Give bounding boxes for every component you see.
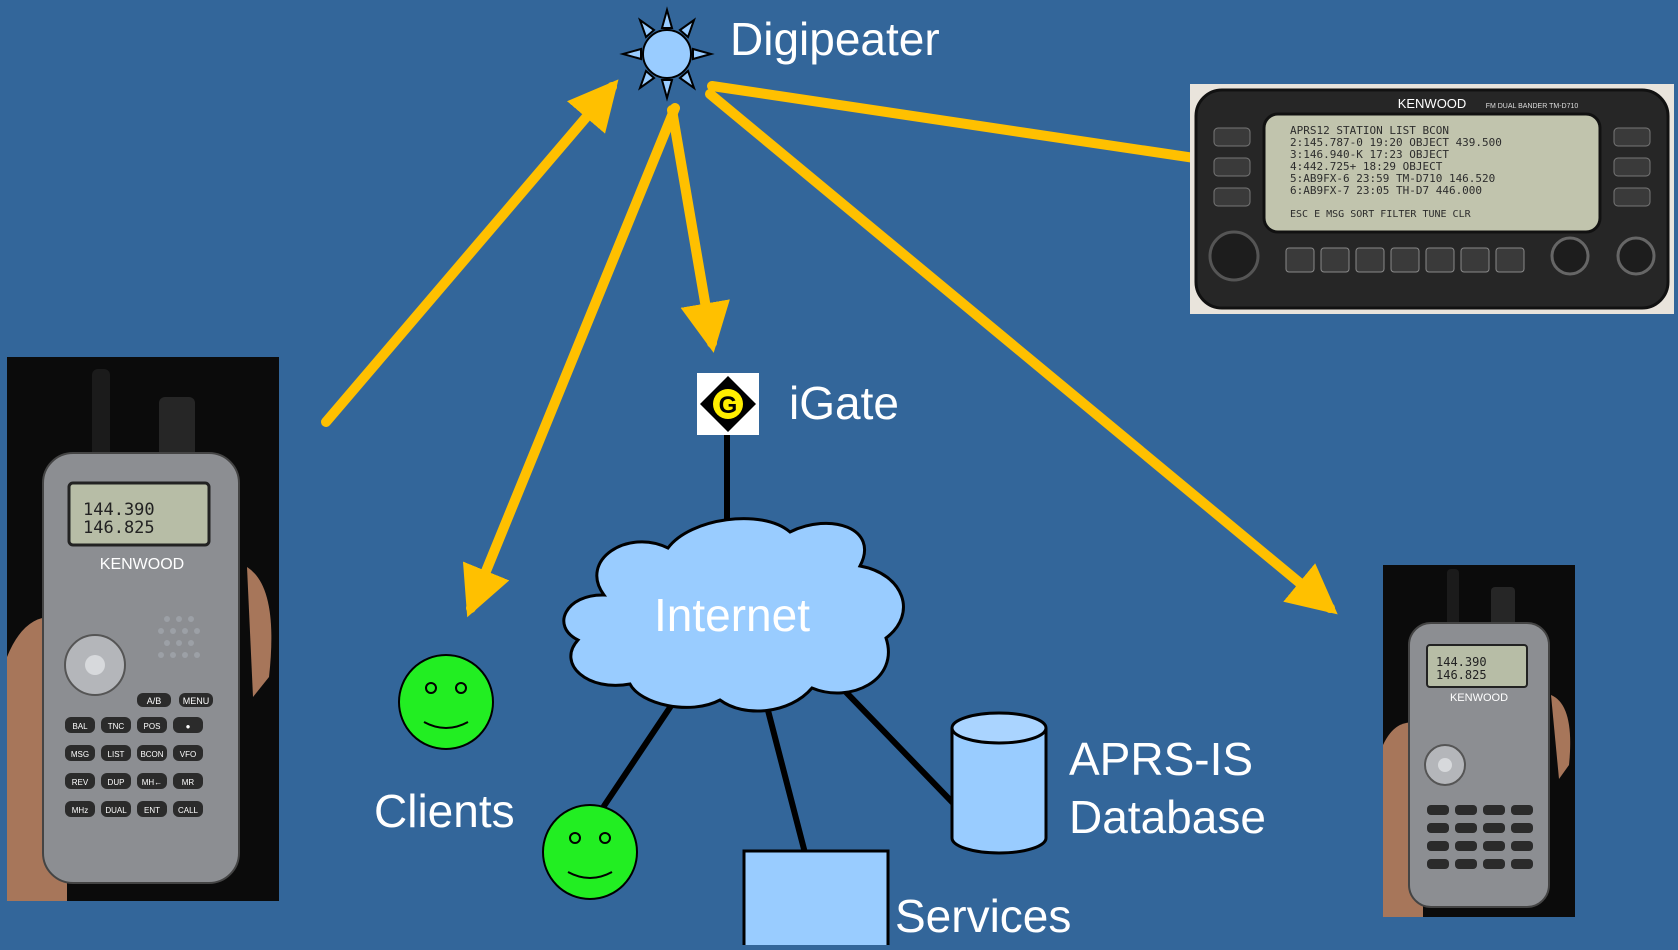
keypad-key-label: CALL [178, 806, 199, 815]
keypad-key-label: LIST [108, 750, 125, 759]
keypad-key [101, 773, 131, 789]
mobile-model: FM DUAL BANDER TM-D710 [1486, 103, 1579, 110]
keypad-key [137, 717, 167, 733]
keypad-key-label: VFO [180, 750, 196, 759]
handheld-left-ab-key: A/B [147, 696, 162, 706]
mobile-screen-line: 2:145.787-0 19:20 OBJECT 439.500 [1290, 136, 1502, 149]
internet-to-database-link [839, 685, 956, 806]
keypad-key-label: BCON [140, 750, 163, 759]
clients-label: Clients [374, 785, 515, 837]
keypad-key-label: MSG [71, 750, 89, 759]
database-cylinder [950, 711, 1048, 855]
keypad-key-label: MHz [72, 806, 88, 815]
handheld-left-freq2: 146.825 [83, 518, 155, 538]
handheld-right-freq2: 146.825 [1436, 668, 1487, 682]
handheld-left-menu-key: MENU [183, 696, 210, 706]
igate-label: iGate [789, 377, 899, 429]
keypad-key-label: DUAL [105, 806, 127, 815]
digipeater-icon [619, 6, 715, 102]
mobile-radio-photo: KENWOOD FM DUAL BANDER TM-D710 APRS12 ST… [1190, 84, 1674, 314]
keypad-key-label: POS [144, 722, 161, 731]
handheld-radio-right-photo: 144.390 146.825 KENWOOD [1383, 565, 1575, 917]
keypad-key-label: DUP [108, 778, 125, 787]
database-label-line1: APRS-IS [1069, 733, 1254, 785]
mobile-screen-line: 3:146.940-K 17:23 OBJECT [1290, 148, 1449, 161]
handheld-right-brand: KENWOOD [1450, 692, 1508, 704]
services-box [742, 849, 890, 950]
keypad-key [173, 801, 203, 817]
handheld-radio-left-photo: 144.390 146.825 KENWOOD A/B MENU BAL TNC P… [7, 357, 279, 901]
keypad-key [173, 717, 203, 733]
digipeater-to-clients-arrow [462, 103, 680, 618]
handheld-right-freq1: 144.390 [1436, 655, 1487, 669]
client-face-1 [398, 654, 494, 750]
keypad-key-label: REV [72, 778, 89, 787]
keypad-key [173, 773, 203, 789]
igate-icon: G [697, 373, 759, 435]
keypad-key [65, 773, 95, 789]
keypad-key-label: ● [186, 722, 191, 731]
internet-to-client-link [601, 685, 686, 809]
handheld-to-digipeater-arrow [321, 79, 619, 427]
keypad-key [101, 745, 131, 761]
keypad-key [65, 745, 95, 761]
keypad-key [137, 745, 167, 761]
handheld-left-freq1: 144.390 [83, 500, 155, 520]
mobile-softkeys: ESC E MSG SORT FILTER TUNE CLR [1290, 209, 1472, 220]
keypad-key [173, 745, 203, 761]
internet-to-services-link [761, 692, 808, 856]
keypad-key [65, 717, 95, 733]
keypad-key-label: BAL [72, 722, 88, 731]
keypad-key [137, 773, 167, 789]
mobile-screen-line: 5:AB9FX-6 23:59 TM-D710 146.520 [1290, 172, 1495, 185]
handheld-left-keypad: BAL TNC POS ● MSG LIST BCON VFO REV DUP MH← MR MHz DU… [65, 717, 203, 817]
igate-symbol-letter: G [719, 392, 738, 419]
digipeater-label: Digipeater [730, 13, 940, 65]
services-label: Services [895, 890, 1072, 942]
mobile-screen-line: APRS12 STATION LIST BCON [1290, 124, 1449, 137]
mobile-screen-line: 4:442.725+ 18:29 OBJECT [1290, 160, 1443, 173]
database-label-line2: Database [1069, 791, 1266, 843]
keypad-key-label: ENT [144, 806, 160, 815]
keypad-key-label: TNC [108, 722, 125, 731]
keypad-key-label: MH← [142, 778, 162, 787]
keypad-key [101, 717, 131, 733]
internet-links [601, 429, 956, 856]
digipeater-to-handheld-arrow [705, 89, 1338, 615]
client-face-2 [542, 804, 638, 900]
internet-label: Internet [654, 589, 810, 641]
mobile-brand: KENWOOD [1398, 96, 1467, 111]
handheld-left-brand: KENWOOD [100, 556, 184, 573]
keypad-key [101, 801, 131, 817]
keypad-key [65, 801, 95, 817]
keypad-key-label: MR [182, 778, 195, 787]
keypad-key [137, 801, 167, 817]
internet-cloud [562, 517, 905, 713]
digipeater-to-igate-arrow [667, 105, 730, 353]
mobile-screen-line: 6:AB9FX-7 23:05 TH-D7 446.000 [1290, 184, 1482, 197]
